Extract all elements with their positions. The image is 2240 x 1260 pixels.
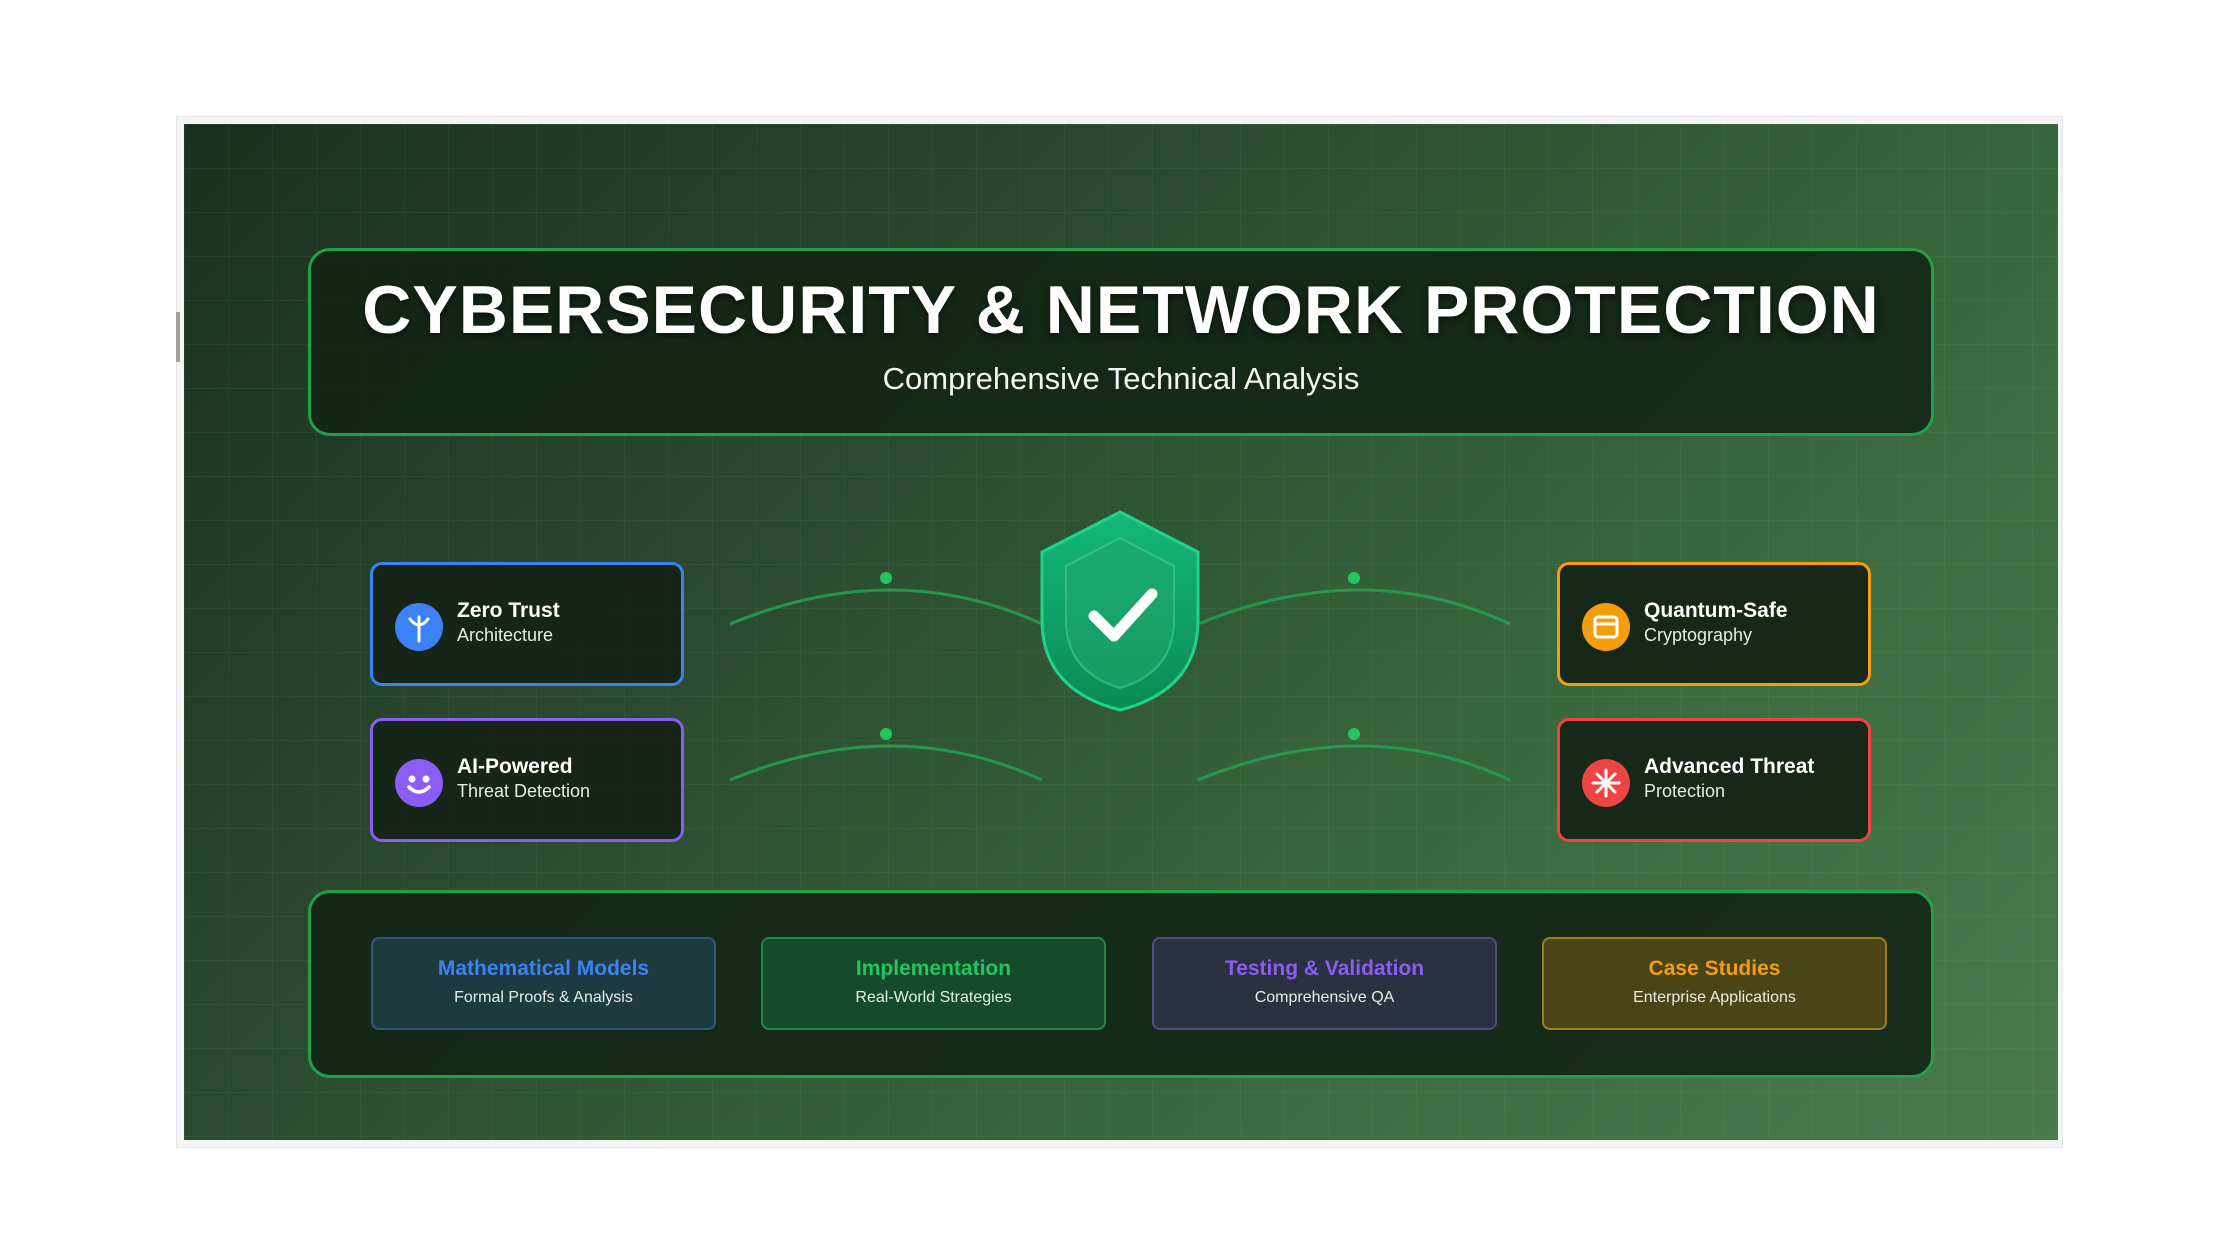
feature-card-quantum-safe: Quantum-Safe Cryptography	[1557, 562, 1871, 686]
feature-card-zero-trust: Zero Trust Architecture	[370, 562, 684, 686]
topic-mathematical-models[interactable]: Mathematical Models Formal Proofs & Anal…	[371, 937, 716, 1030]
connector-node	[880, 572, 892, 584]
feature-title: AI-Powered	[457, 755, 573, 778]
feature-title: Zero Trust	[457, 599, 560, 622]
topic-title: Case Studies	[1648, 957, 1781, 980]
feature-card-advanced-threat: Advanced Threat Protection	[1557, 718, 1871, 842]
feature-subtitle: Protection	[1644, 781, 1726, 801]
topic-title: Mathematical Models	[437, 957, 650, 980]
connector-line-bottom-right	[1197, 744, 1511, 782]
box-icon	[1582, 603, 1630, 651]
feature-title: Quantum-Safe	[1644, 599, 1788, 622]
feature-subtitle: Threat Detection	[457, 781, 591, 801]
topic-title: Testing & Validation	[1224, 957, 1425, 980]
shield-check-icon	[1040, 510, 1200, 712]
connector-line-bottom-left	[729, 744, 1043, 782]
topic-title: Implementation	[855, 957, 1012, 980]
asterisk-icon	[1582, 759, 1630, 807]
topic-subtitle: Enterprise Applications	[1633, 989, 1796, 1006]
topic-subtitle: Real-World Strategies	[855, 989, 1012, 1006]
slide-title: CYBERSECURITY & NETWORK PROTECTION	[362, 272, 1880, 348]
feature-title: Advanced Threat	[1644, 755, 1815, 778]
connector-line-top-right	[1197, 588, 1511, 626]
panel-resize-handle[interactable]	[176, 312, 180, 362]
smiley-icon	[395, 759, 443, 807]
connector-lines	[729, 510, 1511, 782]
feature-card-ai-powered: AI-Powered Threat Detection	[370, 718, 684, 842]
feature-subtitle: Cryptography	[1644, 625, 1753, 645]
topic-subtitle: Formal Proofs & Analysis	[454, 989, 633, 1006]
feature-subtitle: Architecture	[457, 625, 554, 645]
topic-implementation[interactable]: Implementation Real-World Strategies	[761, 937, 1106, 1030]
antenna-icon	[395, 603, 443, 651]
connector-node	[880, 728, 892, 740]
topic-testing-validation[interactable]: Testing & Validation Comprehensive QA	[1152, 937, 1497, 1030]
slide: CYBERSECURITY & NETWORK PROTECTION Compr…	[184, 124, 2058, 1140]
connector-node	[1348, 572, 1360, 584]
slide-subtitle: Comprehensive Technical Analysis	[882, 361, 1360, 396]
topics-panel: Mathematical Models Formal Proofs & Anal…	[308, 890, 1934, 1078]
connector-node	[1348, 728, 1360, 740]
topic-subtitle: Comprehensive QA	[1254, 989, 1395, 1006]
topic-case-studies[interactable]: Case Studies Enterprise Applications	[1542, 937, 1887, 1030]
title-panel: CYBERSECURITY & NETWORK PROTECTION Compr…	[308, 248, 1934, 436]
connector-line-top-left	[729, 588, 1043, 626]
